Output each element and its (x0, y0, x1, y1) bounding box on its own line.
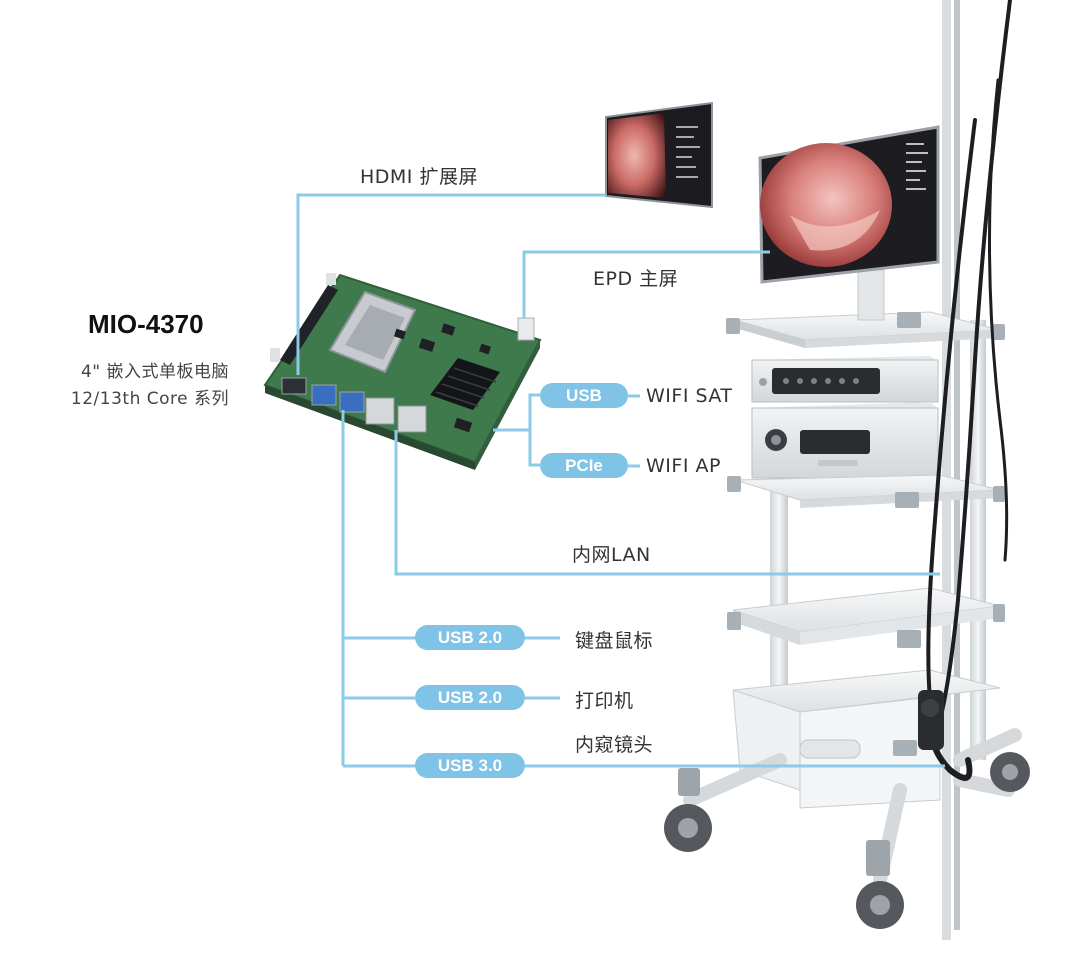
cart-upright-right (970, 320, 986, 760)
usb-tag: USB (540, 383, 628, 408)
endoscope-handle (918, 690, 944, 750)
line-pcie-wifi (528, 430, 540, 467)
epd-main-screen-label: EPD 主屏 (593, 268, 679, 290)
middle-shelf (727, 474, 1005, 508)
printer-label: 打印机 (575, 690, 634, 712)
pcie-tag: PCIe (540, 453, 628, 478)
cart-pole (954, 0, 960, 930)
cart-pole (942, 0, 951, 940)
cart-wheels (664, 752, 1030, 929)
memory-slot (280, 285, 338, 365)
product-subtitle-line2: 12/13th Core 系列 (70, 389, 229, 409)
usb20-tag-printer: USB 2.0 (415, 685, 525, 710)
endoscope-cables (926, 0, 1012, 781)
line-epd (522, 250, 770, 318)
usb30-tag-endoscope: USB 3.0 (415, 753, 525, 778)
product-model: MIO-4370 (88, 309, 204, 339)
endoscope-label: 内窥镜头 (575, 734, 654, 756)
product-subtitle-line1: 4" 嵌入式单板电脑 (80, 362, 229, 382)
mio-4370-board (263, 273, 542, 470)
top-shelf (726, 311, 1005, 348)
line-usb-wifi (493, 393, 540, 432)
video-processor-unit (751, 356, 940, 403)
connection-lines (296, 193, 945, 768)
wifi-sat-label: WIFI SAT (646, 385, 733, 407)
light-source-unit (751, 402, 940, 479)
lower-shelf (727, 587, 1005, 648)
hdmi-extension-monitor (605, 101, 713, 209)
lan-label: 内网LAN (572, 544, 651, 566)
heatsink (430, 358, 500, 410)
keyboard-mouse-label: 键盘鼠标 (575, 630, 654, 652)
usb20-tag-keyboard: USB 2.0 (415, 625, 525, 650)
wifi-ap-label: WIFI AP (646, 455, 721, 477)
line-lan (394, 430, 940, 576)
power-connector (517, 317, 535, 341)
io-ports (281, 377, 427, 433)
main-monitor (758, 125, 940, 321)
line-hdmi (296, 193, 606, 375)
hdmi-extension-label: HDMI 扩展屏 (360, 166, 478, 188)
